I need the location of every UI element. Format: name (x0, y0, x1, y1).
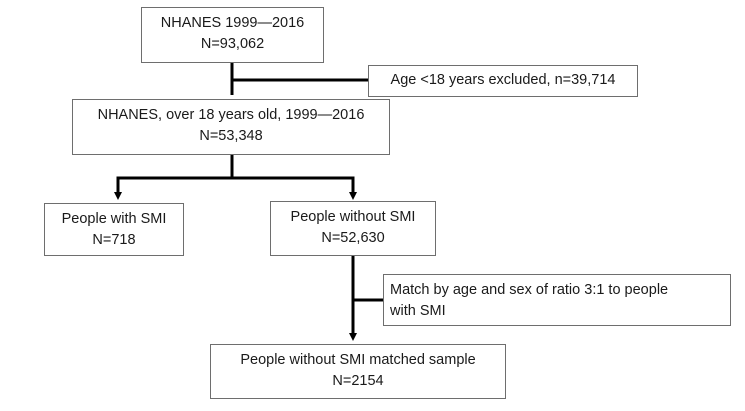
node-smi: People with SMI N=718 (44, 203, 184, 256)
node-matched: People without SMI matched sample N=2154 (210, 344, 506, 399)
node-total: NHANES 1999—2016 N=93,062 (141, 7, 324, 63)
node-matched-count: N=2154 (332, 373, 384, 389)
node-smi-title: People with SMI (61, 211, 167, 227)
node-excluded-text: Age <18 years excluded, n=39,714 (390, 72, 616, 88)
node-total-count: N=93,062 (200, 36, 265, 52)
node-match-line2: with SMI (390, 303, 446, 319)
node-matched-title: People without SMI matched sample (240, 352, 476, 368)
node-no-smi-title: People without SMI (290, 209, 416, 225)
node-match-line1: Match by age and sex of ratio 3:1 to peo… (390, 282, 669, 298)
node-smi-count: N=718 (92, 232, 136, 248)
node-adults: NHANES, over 18 years old, 1999—2016 N=5… (72, 99, 390, 155)
node-adults-title: NHANES, over 18 years old, 1999—2016 (97, 107, 365, 123)
node-no-smi-count: N=52,630 (321, 230, 385, 246)
node-excluded: Age <18 years excluded, n=39,714 (368, 65, 638, 97)
node-no-smi: People without SMI N=52,630 (270, 201, 436, 256)
node-total-title: NHANES 1999—2016 (160, 15, 305, 31)
node-adults-count: N=53,348 (199, 128, 263, 144)
node-match: Match by age and sex of ratio 3:1 to peo… (383, 274, 731, 326)
